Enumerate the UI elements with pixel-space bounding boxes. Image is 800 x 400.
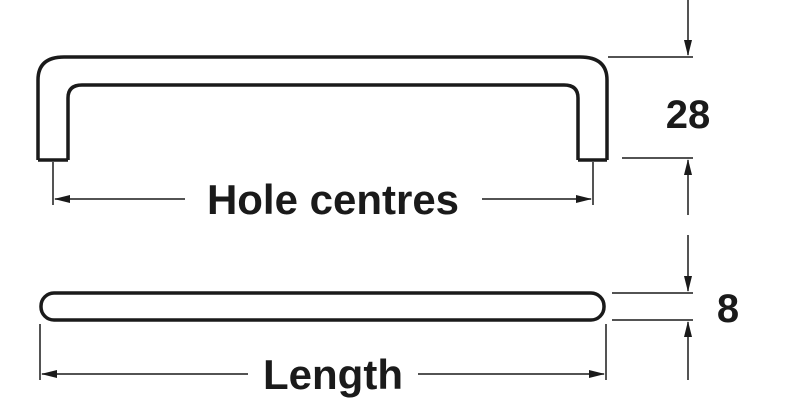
thickness-dimension bbox=[612, 235, 693, 380]
handle-outer-outline bbox=[36, 55, 609, 160]
height-dimension bbox=[608, 0, 693, 215]
handle-side-view bbox=[39, 291, 606, 322]
thickness-label: 8 bbox=[717, 287, 739, 331]
length-dimension bbox=[39, 324, 607, 380]
length-label: Length bbox=[263, 351, 403, 398]
hole-centres-label: Hole centres bbox=[207, 176, 459, 223]
hole-centres-dimension bbox=[52, 162, 594, 205]
handle-inner-outline bbox=[66, 83, 580, 160]
height-label: 28 bbox=[666, 93, 711, 137]
handle-front-view bbox=[36, 55, 609, 162]
